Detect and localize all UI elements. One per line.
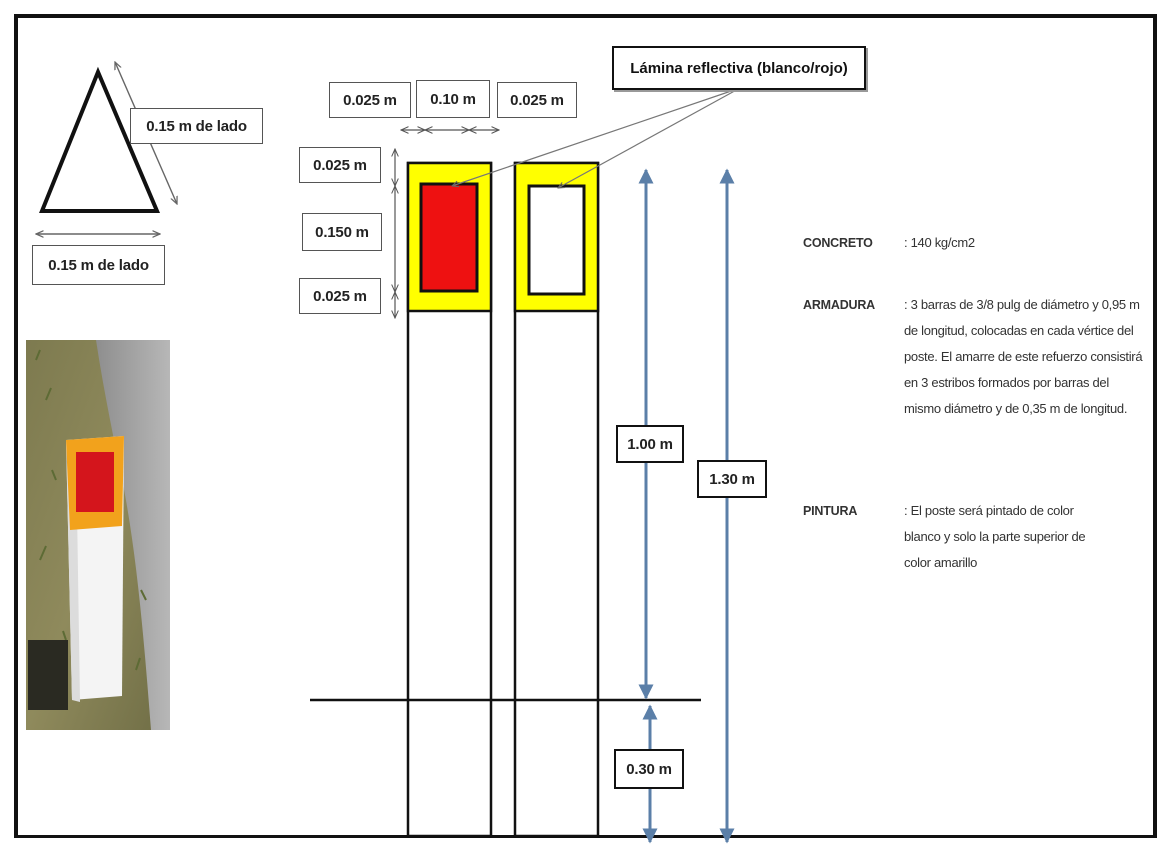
vert-middle-label: 0.150 m bbox=[302, 213, 382, 251]
total-height-label: 1.30 m bbox=[697, 460, 767, 498]
triangle-base-label: 0.15 m de lado bbox=[32, 245, 165, 285]
buried-depth-label: 0.30 m bbox=[614, 749, 684, 789]
spec-value: : 3 barras de 3/8 pulg de diámetro y 0,9… bbox=[904, 297, 1143, 416]
spec-label: CONCRETO bbox=[803, 236, 873, 250]
spec-value: : 140 kg/cm2 bbox=[904, 235, 975, 250]
callout-leader-red bbox=[452, 87, 741, 186]
post-side-white-sheet bbox=[527, 184, 586, 296]
top-center-label: 0.10 m bbox=[416, 80, 490, 118]
triangle-side-label: 0.15 m de lado bbox=[130, 108, 263, 144]
reflective-sheet-callout: Lámina reflectiva (blanco/rojo) bbox=[612, 46, 866, 90]
post-photo bbox=[26, 340, 170, 730]
spec-label: ARMADURA bbox=[803, 298, 876, 312]
above-ground-height-label: 1.00 m bbox=[616, 425, 684, 463]
spec-value: : El poste será pintado de color blanco … bbox=[904, 503, 1086, 570]
post-front-red-sheet bbox=[419, 182, 479, 293]
spec-label: PINTURA bbox=[803, 504, 858, 518]
vert-bottom-label: 0.025 m bbox=[299, 278, 381, 314]
vert-top-label: 0.025 m bbox=[299, 147, 381, 183]
top-margin-left-label: 0.025 m bbox=[329, 82, 411, 118]
top-margin-right-label: 0.025 m bbox=[497, 82, 577, 118]
callout-leader-white bbox=[558, 87, 741, 188]
